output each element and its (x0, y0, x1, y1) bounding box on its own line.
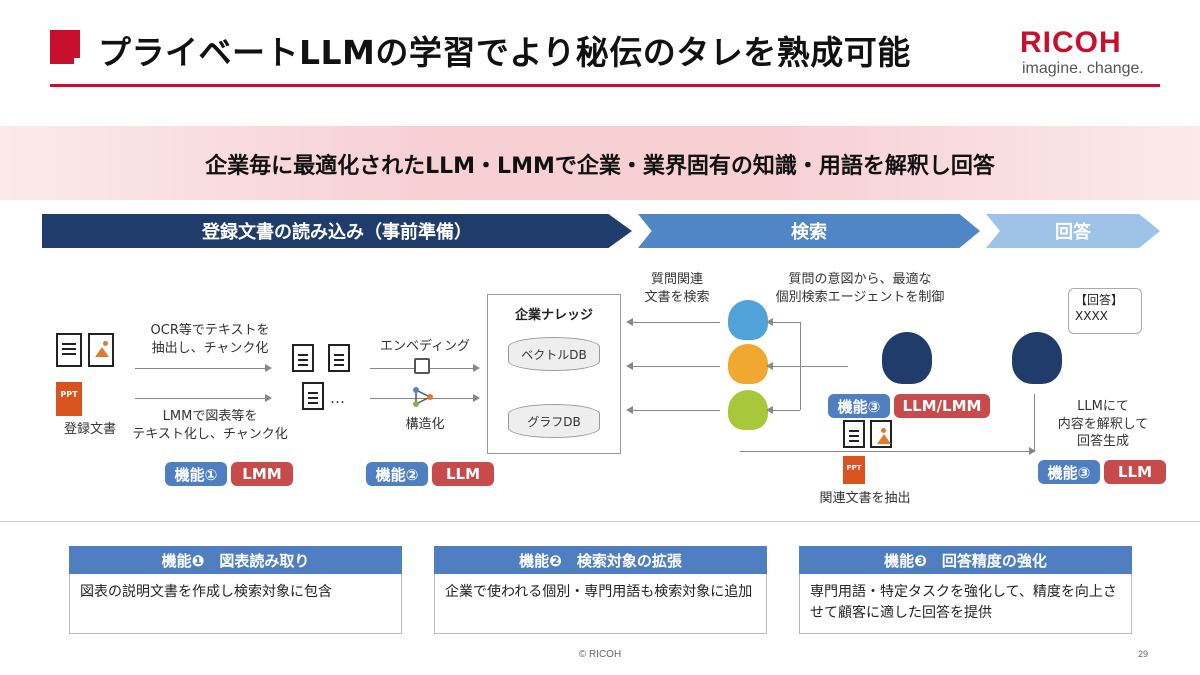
graph-db: グラフDB (508, 404, 600, 438)
banner-text: 企業毎に最適化されたLLM・LMMで企業・業界固有の知識・用語を解釈し回答 (205, 154, 995, 179)
search-arrow (626, 318, 720, 326)
search-arrow (626, 406, 720, 414)
feature3-badge: 機能③ (828, 394, 890, 418)
feature3-body: 専門用語・特定タスクを強化して、精度を向上させて顧客に適した回答を提供 (799, 574, 1132, 634)
lmm-text: LMMで図表等を テキスト化し、チャンク化 (132, 409, 288, 442)
extracted-image-icon (870, 420, 892, 448)
feature1-model-badge: LMM (231, 462, 293, 486)
chunk-document-icon (328, 344, 350, 372)
image-icon (88, 333, 114, 367)
section-divider (0, 521, 1200, 522)
banner-background (0, 126, 1200, 200)
page-title: プライベートLLMの学習でより秘伝のタレを熟成可能 (98, 33, 911, 72)
extracted-ppt-icon: PPT (843, 456, 865, 484)
feature2-badge: 機能② (366, 462, 428, 486)
extracted-document-icon (843, 420, 865, 448)
structuring-label: 構造化 (405, 417, 445, 432)
feature2-model-badge: LLM (432, 462, 494, 486)
orchestrator-ai-head-icon (882, 332, 932, 384)
structuring-arrow (370, 394, 480, 402)
feature2-body: 企業で使われる個別・専門用語も検索対象に追加 (434, 574, 767, 634)
page-number: 29 (1138, 649, 1149, 659)
control-arrow (766, 362, 848, 370)
extract-text: 関連文書を抽出 (819, 491, 911, 506)
phase-answer: 回答 (986, 214, 1160, 248)
feature1-badge: 機能① (165, 462, 227, 486)
answer-flow-line (1034, 394, 1035, 452)
feature1-title: 機能❶ 図表読み取り (69, 546, 402, 574)
chip-icon (414, 358, 430, 374)
control-line (800, 322, 801, 410)
search-agent-icon (728, 344, 768, 384)
source-doc-label: 登録文書 (63, 422, 116, 437)
graph-icon (413, 387, 433, 407)
intent-text: 質問の意図から、最適な 個別検索エージェントを制御 (775, 272, 945, 305)
lmm-arrow (135, 394, 272, 402)
answer-ai-head-icon (1012, 332, 1062, 384)
feature1-body: 図表の説明文書を作成し検索対象に包含 (69, 574, 402, 634)
feature3-answer-badge: 機能③ (1038, 460, 1100, 484)
chunk-document-icon (302, 382, 324, 410)
logo-tagline: imagine. change. (1022, 60, 1144, 77)
header-divider (50, 84, 1160, 87)
ppt-icon: PPT (56, 382, 82, 416)
phase-search: 検索 (638, 214, 980, 248)
feature3-title: 機能❸ 回答精度の強化 (799, 546, 1132, 574)
ocr-text: OCR等でテキストを 抽出し、チャンク化 (150, 323, 270, 356)
search-related-text: 質問関連 文書を検索 (644, 272, 710, 305)
copyright: © RICOH (578, 649, 622, 660)
title-accent-square (50, 30, 88, 72)
embedding-label: エンベディング (379, 339, 471, 354)
ocr-arrow (135, 364, 272, 372)
answer-bubble: 【回答】 XXXX (1068, 288, 1142, 334)
phase-preparation: 登録文書の読み込み（事前準備） (42, 214, 632, 248)
ricoh-logo: RICOH (1020, 26, 1122, 59)
search-agent-icon (728, 390, 768, 430)
search-arrow (626, 362, 720, 370)
feature3-answer-model-badge: LLM (1104, 460, 1166, 484)
knowledge-title: 企業ナレッジ (514, 308, 593, 323)
chunk-document-icon (292, 344, 314, 372)
answer-text: LLMにて 内容を解釈して 回答生成 (1057, 399, 1149, 450)
document-icon (56, 333, 82, 367)
vector-db: ベクトルDB (508, 337, 600, 371)
ellipsis: … (330, 389, 345, 407)
answer-bubble-text: 【回答】 XXXX (1075, 293, 1124, 323)
feature3-model-badge: LLM/LMM (894, 394, 990, 418)
control-arrow (766, 406, 800, 414)
control-arrow (766, 318, 800, 326)
feature2-title: 機能❷ 検索対象の拡張 (434, 546, 767, 574)
search-agent-icon (728, 300, 768, 340)
answer-flow-arrow (740, 447, 1036, 455)
